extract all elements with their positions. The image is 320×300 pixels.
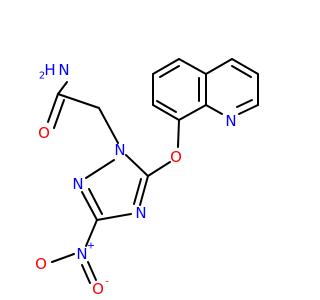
bond-n2-c3-2 [88, 188, 103, 215]
bond-q-n1-c2 [238, 104, 259, 115]
atom-quinoline-n: N [225, 112, 236, 130]
bond-n4-c5 [139, 175, 149, 206]
bond-q-c8-c7-2 [156, 100, 177, 113]
bond-amide-c-ch2 [57, 93, 100, 109]
bond-ch2-n1 [98, 107, 119, 144]
atom-amide-n: N [58, 61, 69, 79]
atom-amide-o: O [38, 124, 50, 142]
bond-nitro-o1 [51, 253, 75, 263]
atom-ring-n1: N [114, 141, 125, 159]
bond-c5-o [147, 161, 171, 177]
bond-q-c8-c7 [152, 104, 180, 121]
atom-ring-n4: N [135, 204, 146, 222]
atom-amide-h: H [44, 61, 55, 79]
atom-label-layer: N H 2 O N N N O N N + O O - [35, 61, 237, 298]
bond-amide-c-o-2 [53, 99, 65, 129]
bond-q-n1-c2-2 [236, 99, 253, 108]
bond-n4-c5-2 [133, 178, 142, 205]
bond-c5-n1 [125, 154, 149, 177]
bond-n1-n2 [85, 159, 115, 179]
atom-nitro-n: N [76, 245, 87, 263]
atom-nitro-o2-charge: - [105, 277, 109, 288]
bond-q-c6-c5 [152, 58, 180, 75]
atom-amide-h-symbol: H [44, 61, 55, 79]
molecule-structure: N H 2 O N N N O N N + O O - [35, 58, 259, 298]
bond-q-c8-c8a [178, 104, 207, 121]
atom-ether-o: O [170, 148, 182, 166]
atom-nitro-o1: O [35, 255, 47, 273]
bond-nitro-o2 [87, 261, 97, 281]
atom-amide-h-subscript: 2 [39, 71, 45, 82]
bond-q-c8a-n1 [205, 104, 223, 115]
atom-ring-n2: N [72, 175, 83, 193]
bond-q-c5-c4a [178, 58, 207, 75]
atom-nitro-o2: O [92, 280, 104, 298]
atom-amide-n-symbol: N [58, 61, 69, 79]
bond-c3-nitro [85, 219, 98, 247]
bond-amide-c-o [47, 93, 59, 123]
bond-q-c6-c5-2 [159, 65, 180, 78]
bond-amide-c-n [57, 81, 68, 95]
bond-layer [47, 58, 259, 284]
bond-c3-n4 [96, 213, 132, 221]
bond-q-c4-c4a [205, 58, 233, 75]
bond-q-c3-c4 [231, 58, 259, 75]
bond-q-c3-c4-2 [231, 65, 252, 78]
bond-n2-c3 [81, 191, 98, 221]
atom-nitro-n-charge: + [87, 241, 95, 252]
bond-o-c8 [177, 119, 180, 148]
bond-nitro-o2-2 [81, 264, 91, 284]
